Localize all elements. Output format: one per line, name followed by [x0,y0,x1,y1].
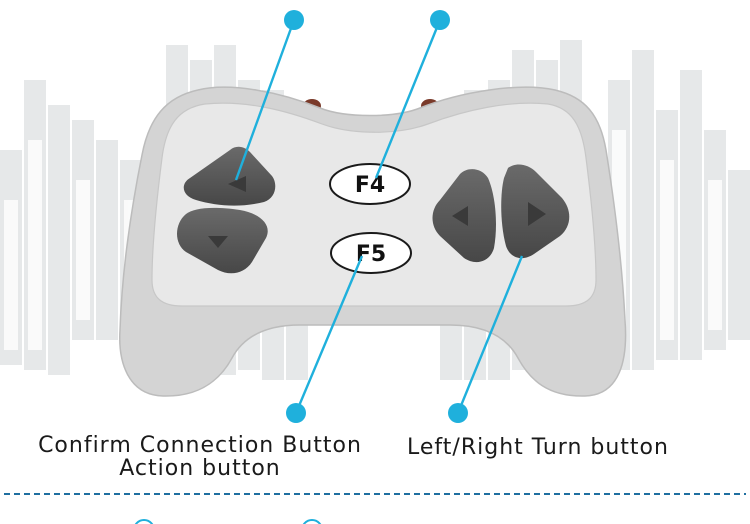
callout-dot-top-left [284,10,304,30]
right-turn-button[interactable] [501,164,570,259]
left-turn-button[interactable] [432,169,497,263]
caption-confirm-connection: Confirm Connection Button [38,433,362,458]
f4-button[interactable]: F4 [329,163,411,205]
callout-line-top-left [234,19,296,181]
callout-line-bottom-left [294,255,364,414]
arrow-right-icon [528,202,546,226]
f5-button-label: F5 [356,242,386,267]
f5-button[interactable]: F5 [330,232,412,274]
callouts [234,10,524,423]
caption-left-right-turn: Left/Right Turn button [407,435,669,460]
arrow-down-icon [208,236,228,248]
callout-dot-bottom-left [286,403,306,423]
f4-button-label: F4 [355,173,385,198]
bottom-partial-circles [134,519,322,524]
callout-dot-bottom-right [448,403,468,423]
left-bottom-arrow-button[interactable] [177,207,268,274]
callout-line-top-right [374,19,442,179]
caption-action-button: Action button [119,456,281,481]
callout-dot-top-right [430,10,450,30]
arrow-left-icon [452,206,468,226]
left-top-arrow-button[interactable] [183,146,276,206]
callout-line-bottom-right [456,255,524,414]
arrow-up-icon [228,176,246,192]
